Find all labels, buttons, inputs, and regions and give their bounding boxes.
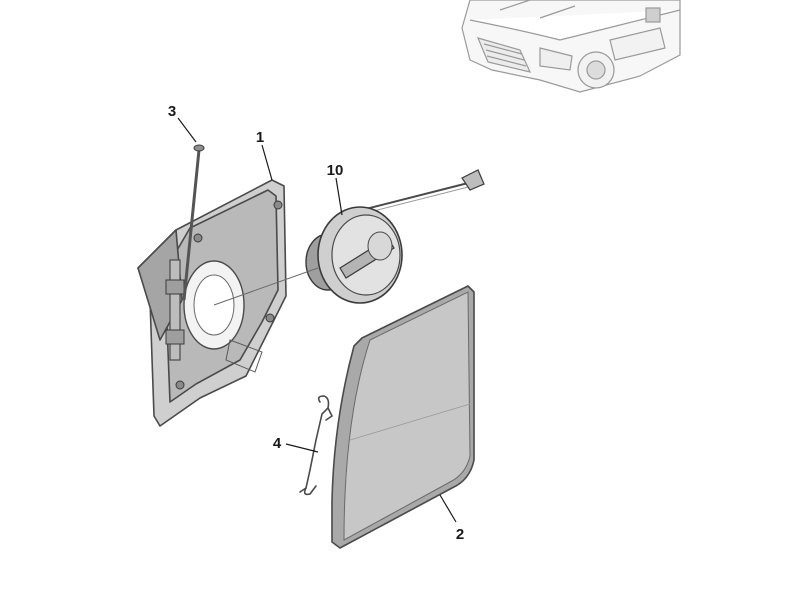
leader-3 xyxy=(177,117,197,143)
leader-2 xyxy=(439,494,457,523)
fuel-flap-door xyxy=(331,285,475,549)
assembly-centerline xyxy=(213,267,319,306)
callout-3: 3 xyxy=(168,103,176,120)
mounting-hole xyxy=(175,380,185,390)
leader-1 xyxy=(261,144,273,181)
fuel-filler-housing xyxy=(137,179,287,427)
vehicle-locator-sketch xyxy=(461,0,681,93)
callout-labels: 3 1 10 4 2 xyxy=(168,103,464,543)
callout-1: 1 xyxy=(256,129,264,146)
screw-pin xyxy=(182,144,205,301)
mounting-hole xyxy=(265,313,275,323)
leader-10 xyxy=(335,177,343,216)
housing-rib xyxy=(225,339,263,373)
flap-door-face xyxy=(343,291,471,541)
fuel-cap xyxy=(305,169,485,304)
tether-clip xyxy=(461,169,485,191)
leader-lines xyxy=(177,117,457,523)
mounting-hole xyxy=(193,233,203,243)
callout-4: 4 xyxy=(273,435,282,452)
housing-hinge xyxy=(165,259,185,361)
callout-10: 10 xyxy=(327,162,344,179)
spring-clip xyxy=(299,395,334,496)
callout-2: 2 xyxy=(456,526,464,543)
mounting-hole xyxy=(273,200,283,210)
leader-4 xyxy=(285,443,319,453)
